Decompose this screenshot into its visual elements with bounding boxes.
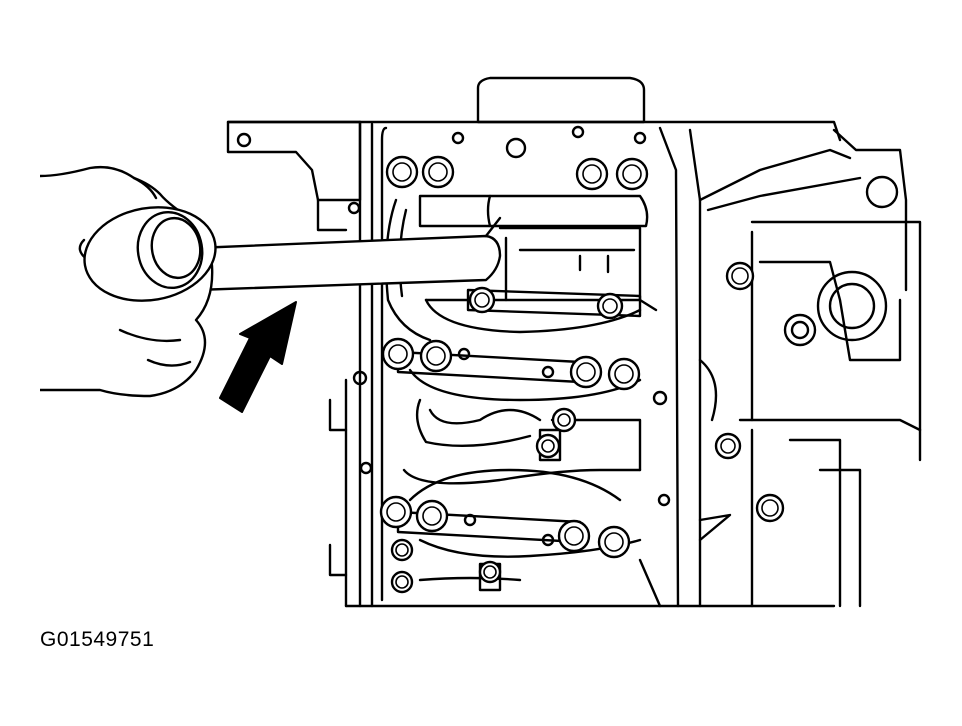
bolt-head [415, 499, 449, 533]
top-boss [476, 76, 646, 124]
wrench-socket [83, 206, 217, 302]
bolt-head [419, 339, 453, 373]
bolt-head [607, 357, 641, 391]
bolt-head [551, 407, 577, 433]
bolt-head [385, 155, 419, 189]
block-body [328, 122, 862, 608]
bolt-head [390, 538, 414, 562]
main-bearing-bolts [379, 155, 785, 594]
bolt-head [755, 493, 785, 523]
bolt-head [725, 261, 755, 291]
direction-arrow-icon [219, 301, 297, 413]
bolt-head [597, 525, 631, 559]
bolt-head [379, 495, 413, 529]
bolt-head [468, 286, 496, 314]
bolt-head [381, 337, 415, 371]
bolt-head [714, 432, 742, 460]
crankshaft [385, 194, 718, 608]
bolt-head [575, 157, 609, 191]
bolt-head [390, 570, 414, 594]
wrench [194, 216, 502, 292]
block-top-flange [226, 120, 908, 608]
bolt-head [615, 157, 649, 191]
block-right-side [698, 220, 922, 608]
bolt-head [535, 433, 561, 459]
bolt-head [596, 292, 624, 320]
figure-id-label: G01549751 [40, 628, 155, 651]
bolt-head [421, 155, 455, 189]
bolt-head [478, 560, 502, 584]
bolt-head [557, 519, 591, 553]
bolt-head [569, 355, 603, 389]
